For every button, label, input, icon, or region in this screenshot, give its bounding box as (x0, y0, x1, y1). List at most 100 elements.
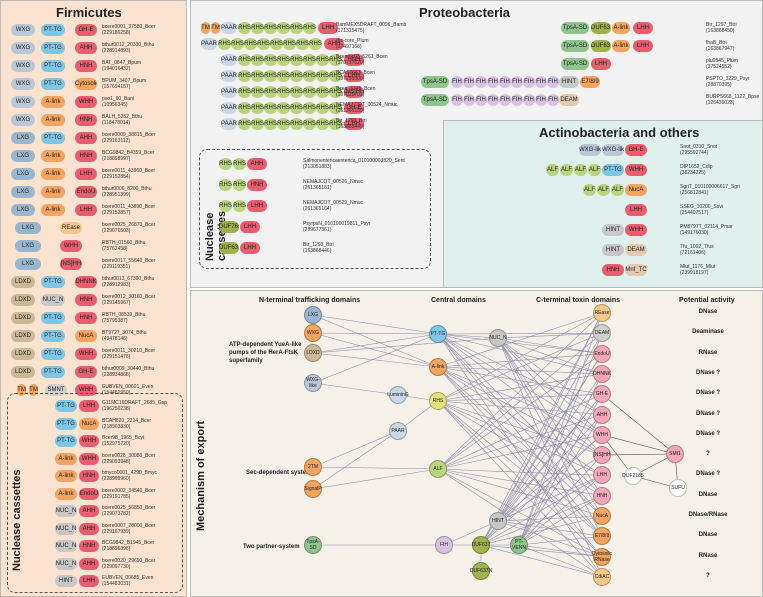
domain-wxg: WXG (11, 42, 35, 54)
network-edge (437, 333, 603, 375)
domain-rhs: RHS (251, 22, 264, 34)
network-edge (497, 333, 603, 339)
domain-rhs: RHS (277, 118, 290, 130)
domain-ahh: AHH (324, 38, 344, 50)
domain-hint: HINT (559, 76, 579, 88)
domain-paar: PAAR (221, 86, 237, 98)
domain-rhs: RHS (251, 54, 264, 66)
domain-ldxd: LDXD (11, 330, 35, 342)
domain-whh: WHH (79, 452, 99, 465)
domain-rhs: RHS (219, 179, 232, 191)
network-edge (497, 373, 603, 522)
domain-rhs: RHS (303, 22, 316, 34)
network-edge (518, 536, 603, 546)
domain-nuc-n: NUC_N (55, 557, 77, 570)
domain-alf: ALF (583, 184, 596, 196)
network-edge (497, 434, 603, 522)
firmicutes-cassette-label: bmyco0001_4290_Bmyc (228999960) (102, 470, 158, 482)
domain-pt-tg: PT-TG (602, 164, 624, 176)
domain-alf: ALF (588, 164, 601, 176)
activity-label: RNase (698, 552, 718, 559)
domain-nuca: NucA (75, 330, 97, 342)
network-edge (437, 333, 603, 517)
domain-ahh: AHH (79, 557, 99, 570)
firmicutes-row-label: BT9727_3074_Bthu (49478146) (102, 330, 147, 342)
network-edge (497, 337, 603, 456)
domain-lxg: LXG (15, 240, 41, 252)
domain-lhh: LHH (591, 58, 611, 70)
firmicutes-row-label: bcere0025_26870_Bcer (229076503) (102, 222, 156, 234)
header-nterm: N-terminal trafficking domains (259, 297, 361, 304)
header-central: Central domains (431, 297, 486, 304)
network-edge (437, 366, 603, 476)
network-edge (312, 352, 439, 368)
domain-a-link: A-link (55, 470, 77, 482)
domain-rhs: RHS (251, 102, 264, 114)
domain-rhs: RHS (290, 102, 303, 114)
domain-lhh: LHH (240, 221, 260, 233)
domain-paar: PAAR (201, 38, 217, 50)
firmicutes-title: Firmicutes (56, 5, 122, 20)
domain-rhs: RHS (316, 70, 329, 82)
actinobacteria-panel: Actinobacteria and others WXG-likeWXG-li… (443, 120, 763, 288)
domain-rhs: RHS (290, 22, 303, 34)
domain-nuc-n: NUC_N (55, 540, 77, 552)
network-edge (437, 312, 603, 368)
network-edge (437, 366, 603, 517)
activity-label: DNase (698, 491, 718, 498)
domain-fih: FIH (451, 94, 463, 106)
proteobacteria-row-label: Bcenmc03_5261_Bcen (170737620) (336, 54, 388, 66)
network-edge (437, 414, 603, 470)
domain-a-link: A-link (41, 186, 65, 198)
proteobacteria-cassette-row: DUF769LHHPsyrpsN_010100019811_Psyr (2896… (219, 220, 429, 234)
node-ptg: PT-TG (429, 325, 447, 343)
network-edge (437, 333, 603, 537)
domain-hnh: HNH (75, 114, 97, 126)
domain-deam: DEAM (559, 94, 579, 106)
domain-gh-e: GH-E (75, 366, 97, 378)
domain-fih: FIH (463, 94, 475, 106)
network-edge (437, 366, 603, 557)
domain-hnh: HNH (344, 54, 364, 66)
firmicutes-cassette-label: bcere0020_29690_Bcer (229097730) (102, 557, 156, 570)
actinobacteria-row-label: Snot_0310_Snot (295592744) (680, 144, 718, 156)
domain-tm: TM (211, 22, 220, 34)
actinobacteria-row-label: Tfu_1002_Tfus (72161406) (680, 244, 714, 256)
domain-rhs: RHS (233, 158, 246, 170)
actinobacteria-row-label: DIP1652_Cdip (38234225) (680, 164, 713, 176)
network-edge (437, 312, 603, 470)
header-cterm: C-terminal toxin domains (536, 297, 621, 304)
network-edge (601, 453, 676, 456)
domain-lxg: LXG (11, 150, 35, 162)
activity-label: DNase (698, 309, 718, 315)
domain-pt-tg: PT-TG (55, 435, 77, 447)
domain-deam: DEAM (625, 244, 647, 256)
domain-lhh: LHH (318, 22, 338, 34)
domain-ldxd: LDXD (11, 366, 35, 378)
domain-rhs: RHS (219, 200, 232, 212)
domain-wxg: WXG (11, 24, 35, 36)
firmicutes-row-label: bcere0011_43890_Bcer (229152857) (102, 204, 156, 216)
domain-lxg: LXG (15, 222, 41, 234)
domain-rhs: RHS (264, 102, 277, 114)
firmicutes-cassette-label: BCG9842_B1945_Bcer (218896398) (102, 540, 155, 552)
network-edge (497, 515, 603, 522)
network-edge (518, 333, 603, 546)
network-edge (480, 312, 603, 546)
domain-whh: WHH (625, 224, 647, 236)
node-sufu: SUFU (669, 479, 687, 497)
activity-label: ? (706, 451, 710, 458)
domain-gh-e: GH-E (344, 102, 364, 114)
domain-gh-e: GH-E (625, 144, 647, 156)
firmicutes-row-label: bcere0011_30210_Bcer (229151478) (102, 348, 156, 360)
node-toxin-4: GH-E (593, 385, 611, 404)
domain-ldxd: LDXD (11, 312, 35, 324)
firmicutes-row-label: bthur0006_8200_Bthu (228951399) (102, 186, 152, 198)
